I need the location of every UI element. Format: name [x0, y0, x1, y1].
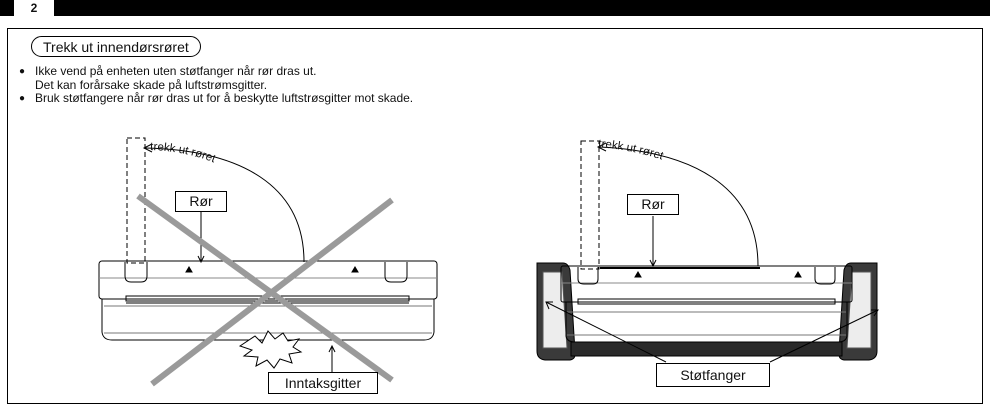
pipe-label-right: Rør [627, 194, 679, 215]
pull-arc [598, 146, 759, 267]
pipe-label-left: Rør [175, 191, 227, 212]
pull-label-right: trekk ut røret [598, 138, 666, 163]
bullet-continuation: Det kan forårsake skade på luftstrømsgit… [35, 77, 268, 92]
instruction-list: Ikke vend på enheten uten støtfanger når… [18, 64, 413, 106]
page-number-tab: 2 [14, 0, 54, 16]
section-title: Trekk ut innendørsrøret [31, 36, 201, 57]
damage-burst [238, 330, 303, 369]
bumper-label: Støtfanger [656, 363, 770, 387]
unit-with-bumper [536, 140, 879, 363]
bullet-item: Bruk støtfangere når rør dras ut for å b… [18, 91, 413, 106]
content-frame [7, 28, 983, 404]
unit-base-shadow [570, 341, 843, 357]
bullet-item: Ikke vend på enheten uten støtfanger når… [18, 64, 413, 79]
pull-label-left: trekk ut røret [150, 141, 218, 166]
unit-without-bumper [98, 137, 438, 387]
cross-stroke-2 [150, 197, 394, 387]
pull-arc [144, 147, 305, 263]
intake-grill-label: Inntaksgitter [268, 372, 378, 394]
pipe-dashed-outline [580, 140, 600, 270]
pull-arrow-head [142, 143, 153, 153]
page-number: 2 [30, 1, 38, 15]
header-bar: 2 [0, 0, 990, 16]
cross-stroke-1 [136, 193, 394, 383]
